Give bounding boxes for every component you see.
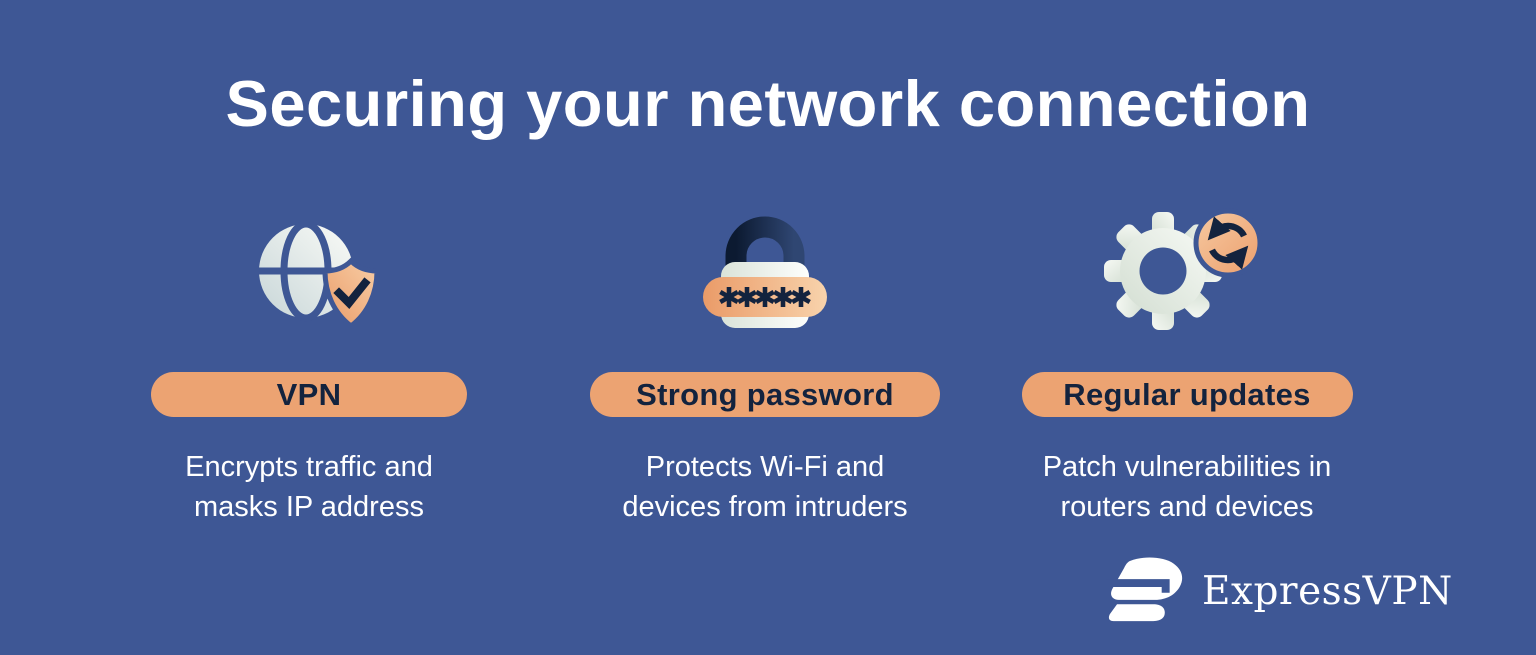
password-icon-box xyxy=(545,196,985,346)
expressvpn-logo-icon xyxy=(1105,557,1183,622)
column-strong-password: Strong password Protects Wi-Fi and devic… xyxy=(545,196,985,527)
globe-shield-icon xyxy=(257,220,380,330)
password-lock-icon xyxy=(703,216,827,328)
vpn-label: VPN xyxy=(276,376,342,412)
footer-brand: ExpressVPN xyxy=(1102,556,1453,626)
vpn-description: Encrypts traffic and masks IP address xyxy=(185,451,433,523)
column-regular-updates: Regular updates Patch vulnerabilities in… xyxy=(967,196,1407,527)
brand-wordmark: ExpressVPN xyxy=(1202,568,1453,614)
page-title: Securing your network connection xyxy=(225,67,1311,140)
strong-password-label: Strong password xyxy=(636,376,894,412)
regular-updates-label-pill: Regular updates xyxy=(1021,372,1353,417)
updates-icon-box xyxy=(967,196,1407,346)
gear-refresh-icon xyxy=(1104,208,1263,330)
vpn-label-pill: VPN xyxy=(151,372,467,417)
strong-password-description: Protects Wi-Fi and devices from intruder… xyxy=(622,451,908,523)
strong-password-label-pill: Strong password xyxy=(590,372,940,417)
column-vpn: VPN Encrypts traffic and masks IP addres… xyxy=(89,196,529,527)
regular-updates-description: Patch vulnerabilities in routers and dev… xyxy=(1042,451,1332,523)
regular-updates-label: Regular updates xyxy=(1063,376,1311,412)
vpn-icon-box xyxy=(89,196,529,346)
